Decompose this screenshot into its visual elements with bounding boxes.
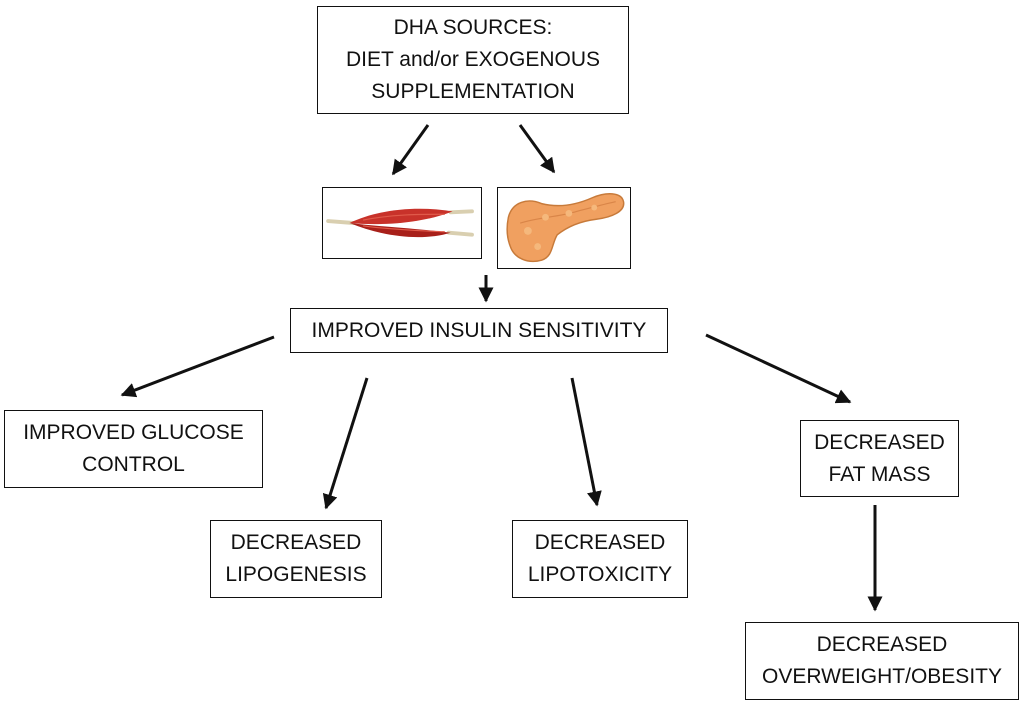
lipotoxicity-box: DECREASED LIPOTOXICITY — [512, 520, 688, 598]
glucose-line2: CONTROL — [82, 453, 185, 476]
arrow-insulin-to-fatmass — [705, 333, 852, 404]
muscle-image-box — [322, 187, 482, 259]
pancreas-icon — [506, 193, 625, 263]
lipotoxicity-line1: DECREASED — [534, 531, 666, 554]
arrow-source-to-muscle — [391, 124, 430, 176]
pancreas-image-box — [497, 187, 631, 269]
arrow-source-to-pancreas — [518, 124, 556, 174]
obesity-box: DECREASED OVERWEIGHT/OBESITY — [745, 622, 1019, 700]
fat-mass-box: DECREASED FAT MASS — [800, 420, 959, 497]
dha-sources-line1: DHA SOURCES: — [393, 16, 553, 39]
lipogenesis-line1: DECREASED — [230, 531, 362, 554]
glucose-control-box: IMPROVED GLUCOSE CONTROL — [4, 410, 263, 488]
insulin-sensitivity-box: IMPROVED INSULIN SENSITIVITY — [290, 308, 668, 353]
dha-sources-line3: SUPPLEMENTATION — [371, 80, 575, 103]
glucose-line1: IMPROVED GLUCOSE — [23, 421, 244, 444]
obesity-line2: OVERWEIGHT/OBESITY — [762, 665, 1002, 688]
fat-mass-line2: FAT MASS — [828, 462, 931, 486]
fat-mass-line1: DECREASED — [814, 430, 945, 454]
lipogenesis-line2: LIPOGENESIS — [225, 563, 367, 586]
lipogenesis-box: DECREASED LIPOGENESIS — [210, 520, 382, 598]
insulin-sensitivity-label: IMPROVED INSULIN SENSITIVITY — [311, 318, 647, 342]
arrow-insulin-to-glucose — [120, 335, 275, 398]
dha-sources-line2: DIET and/or EXOGENOUS — [345, 48, 601, 71]
arrow-insulin-to-lipogenesis — [322, 377, 369, 510]
arrow-insulin-to-lipotoxicity — [570, 377, 602, 507]
lipotoxicity-line2: LIPOTOXICITY — [527, 563, 673, 586]
obesity-line1: DECREASED — [816, 633, 948, 656]
muscle-icon — [326, 208, 474, 238]
dha-sources-box: DHA SOURCES: DIET and/or EXOGENOUS SUPPL… — [317, 6, 629, 114]
